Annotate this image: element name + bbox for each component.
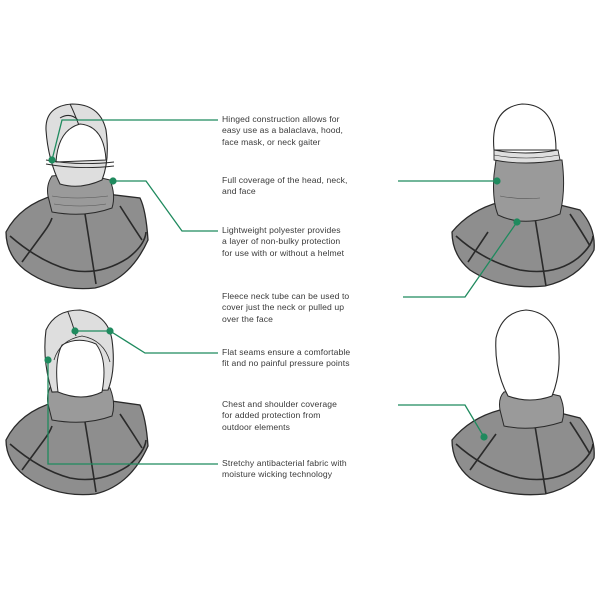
callout-line: face mask, or neck gaiter — [222, 136, 321, 147]
callout-line: a layer of non-bulky protection — [222, 236, 341, 247]
callout-line: for added protection from — [222, 410, 321, 421]
callout-line: outdoor elements — [222, 421, 291, 432]
callout-line: Flat seams ensure a comfortable — [222, 347, 351, 357]
callout-fleece-neck-tube: Fleece neck tube can be used to cover ju… — [222, 291, 349, 325]
callout-stretchy-fabric: Stretchy antibacterial fabric with moist… — [222, 458, 347, 481]
callout-flat-seams: Flat seams ensure a comfortable fit and … — [222, 347, 350, 370]
callout-line: over the face — [222, 313, 273, 324]
callout-line: for use with or without a helmet — [222, 247, 345, 258]
callout-line: easy use as a balaclava, hood, — [222, 125, 344, 136]
callout-line: cover just the neck or pulled up — [222, 302, 345, 313]
callout-line: Lightweight polyester provides — [222, 225, 341, 235]
callout-line: Fleece neck tube can be used to — [222, 291, 350, 301]
callout-line: Stretchy antibacterial fabric with — [222, 458, 347, 468]
callout-line: fit and no painful pressure points — [222, 358, 350, 369]
callout-full-coverage: Full coverage of the head, neck, and fac… — [222, 175, 348, 198]
callout-lightweight-polyester: Lightweight polyester provides a layer o… — [222, 225, 344, 259]
callout-line: and face — [222, 186, 256, 197]
callout-line: Hinged construction allows for — [222, 114, 340, 124]
callout-line: Chest and shoulder coverage — [222, 399, 337, 409]
callout-hinged-construction: Hinged construction allows for easy use … — [222, 114, 343, 148]
callout-line: moisture wicking technology — [222, 469, 333, 480]
callout-line: Full coverage of the head, neck, — [222, 175, 348, 185]
callout-chest-shoulder-coverage: Chest and shoulder coverage for added pr… — [222, 399, 337, 433]
